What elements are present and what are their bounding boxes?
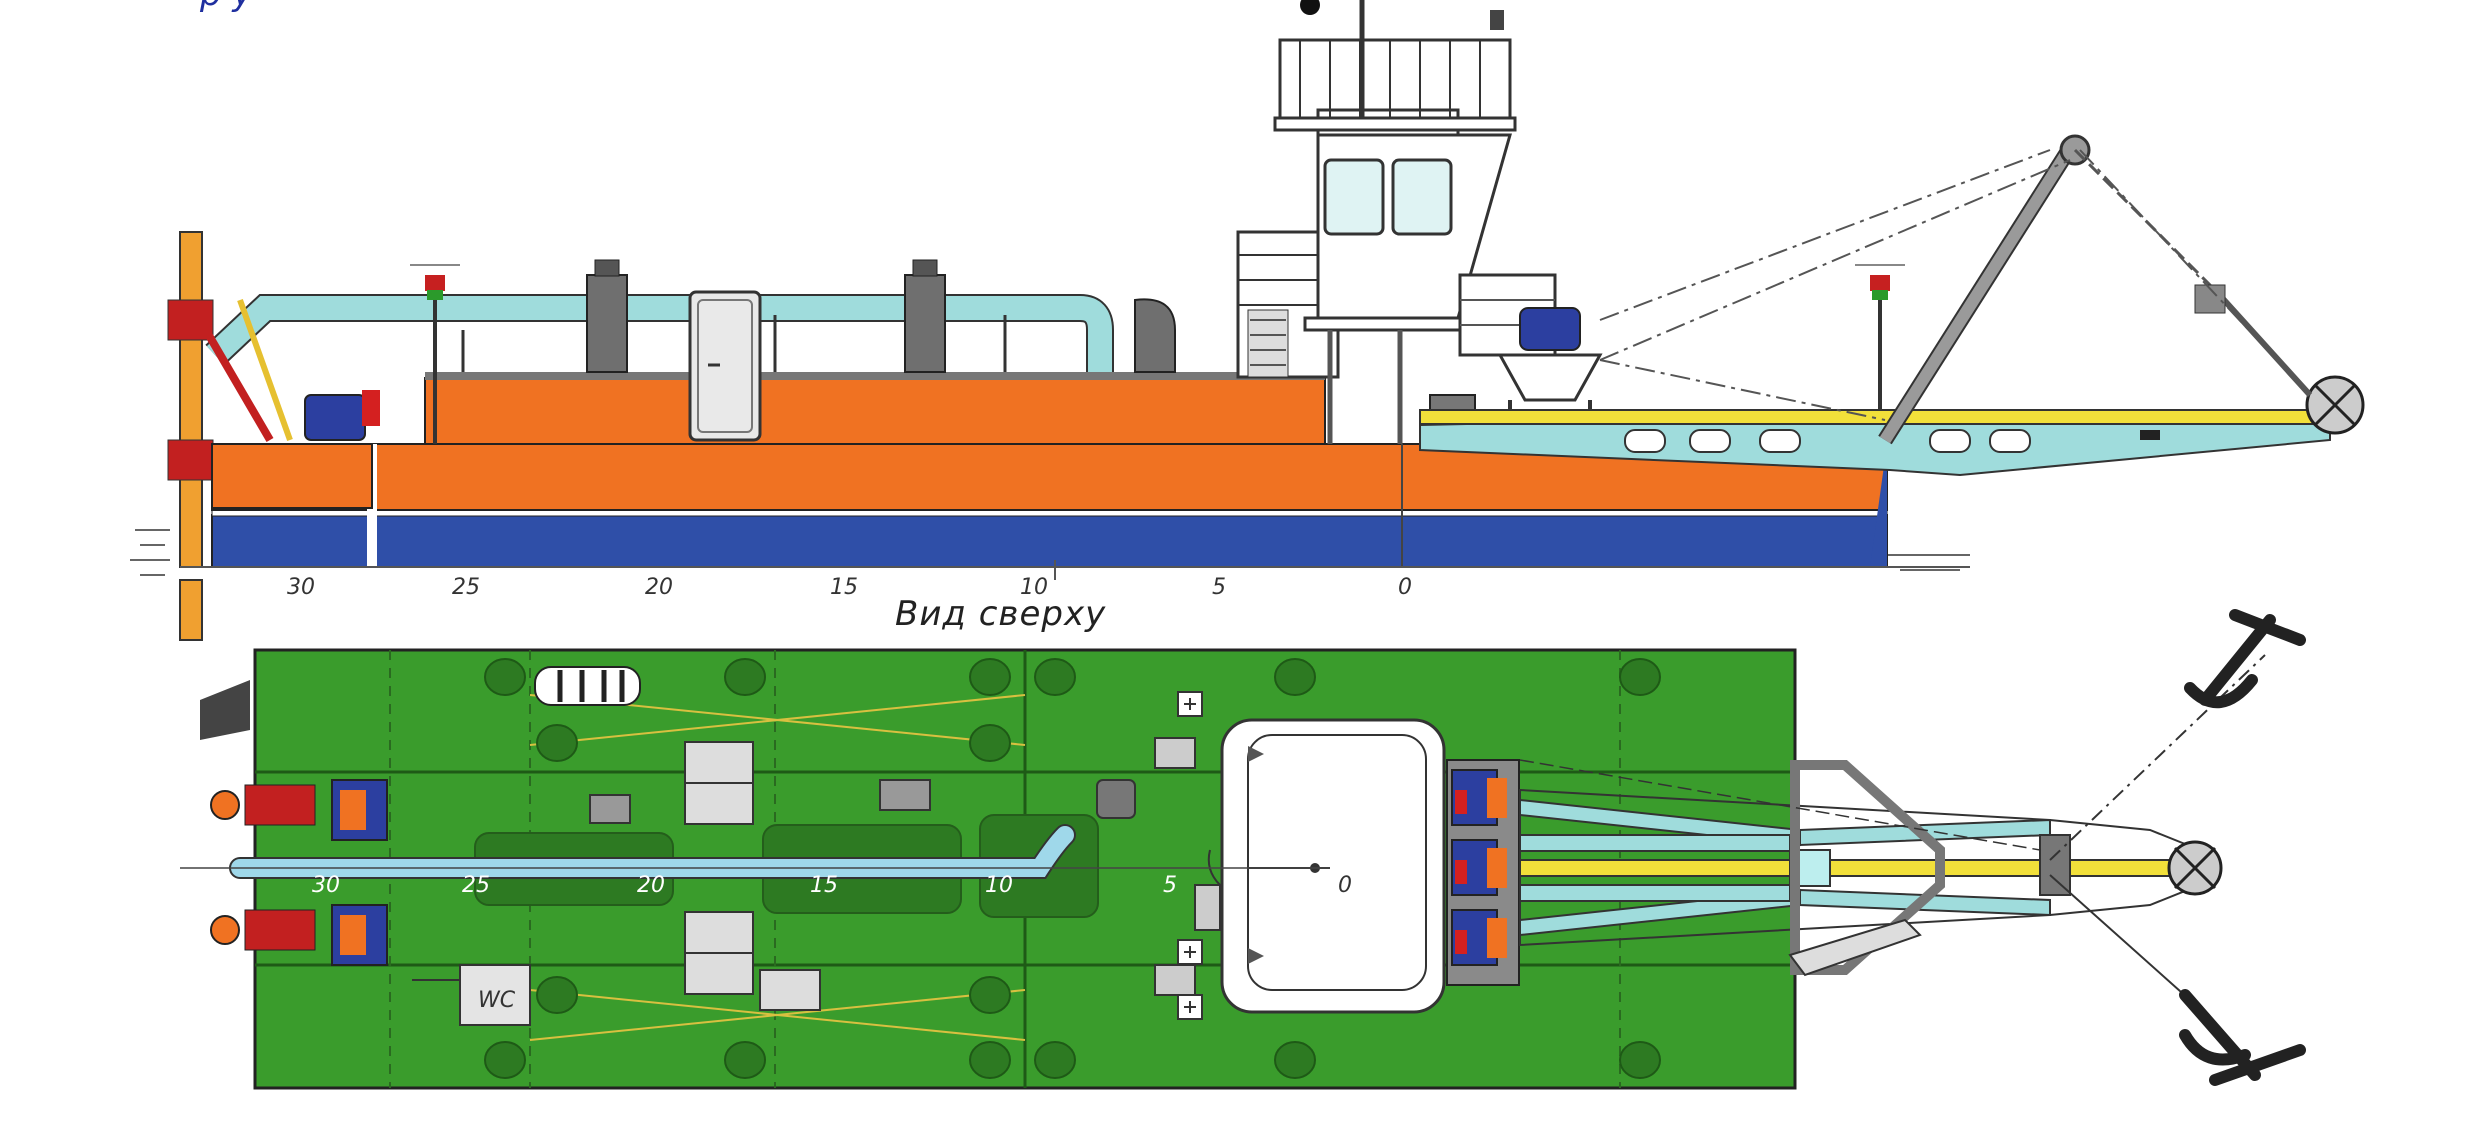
top-scale: 30 25 20 15 10 5 0: [312, 873, 1352, 898]
cutter-ladder-side: [1419, 375, 2365, 477]
stern-winch: [304, 390, 380, 441]
wc-label: WC: [478, 988, 516, 1013]
deck-house-orange: [424, 377, 1326, 445]
side-scale-15: 15: [830, 575, 858, 600]
top-scale-25: 25: [462, 873, 490, 898]
vent-box-2: [904, 259, 946, 373]
top-scale-20: 20: [637, 873, 665, 898]
forward-winch-house: [1458, 273, 1603, 444]
anchor-lower: [2049, 874, 2306, 1086]
top-scale-15: 15: [810, 873, 838, 898]
top-scale-10: 10: [985, 873, 1013, 898]
air-intake: [1134, 298, 1176, 373]
water-line-right: [1880, 554, 1970, 571]
hull-bottom-blue: [211, 514, 1888, 568]
top-scale-5: 5: [1163, 873, 1177, 898]
header-caption-fragment: р у: [200, 0, 253, 14]
mast-light-aft: [410, 264, 460, 444]
stern-winches: [200, 680, 388, 966]
cabin-door: [688, 290, 762, 442]
life-raft: [534, 666, 641, 706]
deckhouse-plan: [1207, 718, 1446, 1014]
side-scale: 30 25 20 15 10 5 0: [287, 575, 1412, 600]
a-frame-gantry: [1878, 134, 2313, 445]
stay-wires: [1599, 149, 2306, 421]
top-scale-30: 30: [312, 873, 340, 898]
side-view: 30 25 20 15 10 5 0: [130, 0, 2365, 641]
side-scale-0: 0: [1398, 575, 1412, 600]
wheelhouse: [1236, 0, 1517, 444]
vent-box-1: [586, 259, 628, 373]
water-line-left: [130, 529, 170, 576]
anchor-upper: [2049, 609, 2306, 861]
cutter-ladder-top: [1519, 760, 2223, 977]
side-scale-20: 20: [645, 575, 673, 600]
wc-room: WC: [412, 964, 531, 1026]
side-scale-10: 10: [1020, 575, 1048, 600]
side-scale-5: 5: [1212, 575, 1226, 600]
forward-winches: [1446, 759, 1520, 986]
top-view: WC: [180, 609, 2306, 1090]
side-scale-30: 30: [287, 575, 315, 600]
top-view-title: Вид сверху: [895, 594, 1107, 634]
hatch-small: [759, 969, 821, 1011]
side-scale-25: 25: [452, 575, 480, 600]
top-scale-0: 0: [1338, 873, 1352, 898]
stern-spud: [167, 231, 293, 641]
